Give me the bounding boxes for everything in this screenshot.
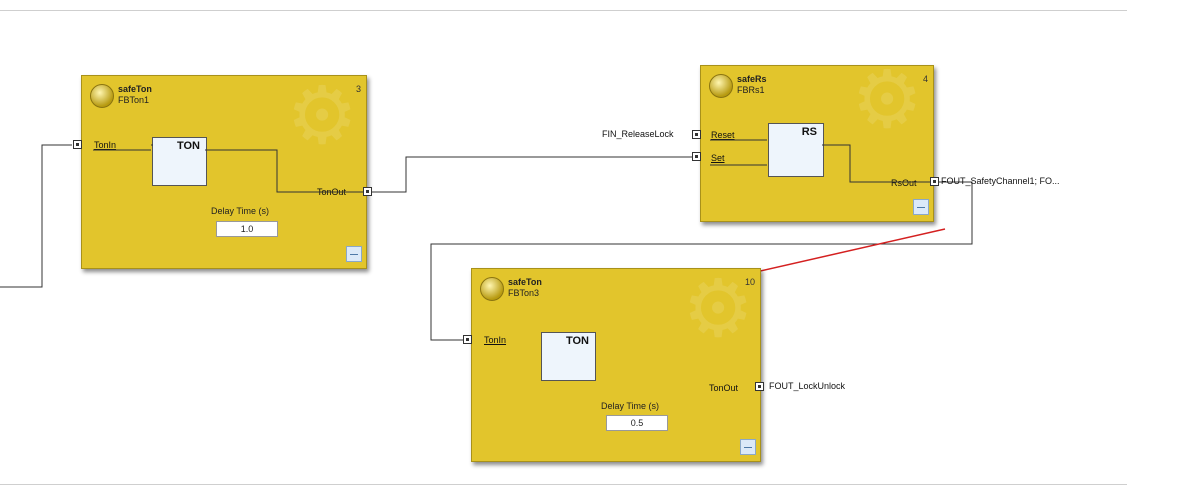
wire-tonin-1 [0, 144, 72, 288]
block-id: 4 [922, 74, 928, 84]
port-tonout-icon[interactable] [363, 187, 372, 196]
bottom-divider [0, 484, 1127, 485]
function-block-fbton1[interactable]: safeTon FBTon1 3 ⚙ TON TonIn TonOut Dela… [81, 75, 367, 269]
expand-icon[interactable] [346, 246, 362, 262]
function-block-fbrs1[interactable]: safeRs FBRs1 4 ⚙ RS Reset Set RsOut [700, 60, 934, 222]
block-name: FBRs1 [737, 85, 765, 95]
port-tonout-icon[interactable] [755, 382, 764, 391]
pin-set-label: Set [711, 153, 725, 163]
inner-label: TON [565, 335, 589, 347]
watermark-gear-icon: ⚙ [286, 71, 358, 160]
delay-time-label: Delay Time (s) [600, 401, 659, 411]
delay-time-field[interactable]: 0.5 [606, 415, 668, 431]
port-reset-icon[interactable] [692, 130, 701, 139]
pin-reset-label: Reset [711, 130, 735, 140]
rs-box: RS [768, 123, 824, 177]
watermark-gear-icon: ⚙ [682, 264, 754, 353]
port-rsout-icon[interactable] [930, 177, 939, 186]
port-tonin-icon[interactable] [73, 140, 82, 149]
block-type: safeTon [508, 277, 542, 287]
input-release-lock[interactable]: FIN_ReleaseLock [602, 129, 674, 139]
safe-block-icon [709, 74, 733, 98]
expand-icon[interactable] [740, 439, 756, 455]
block-type: safeRs [737, 74, 767, 84]
pin-tonin-label: TonIn [94, 140, 117, 150]
inner-label: RS [801, 126, 817, 138]
top-divider [0, 10, 1127, 11]
block-id: 3 [355, 84, 361, 94]
block-type: safeTon [118, 84, 152, 94]
timer-box: TON [541, 332, 596, 381]
pin-rsout-label: RsOut [891, 178, 917, 188]
wire-rsout-tonin3 [430, 181, 973, 341]
function-block-fbton3[interactable]: safeTon FBTon3 10 ⚙ TON TonIn TonOut Del… [471, 268, 761, 462]
output-safety-channel[interactable]: FOUT_SafetyChannel1; FO... [941, 176, 1060, 186]
block-name: FBTon1 [118, 95, 150, 105]
inner-label: TON [176, 140, 200, 152]
pin-tonout-label: TonOut [709, 383, 739, 393]
output-lock-unlock[interactable]: FOUT_LockUnlock [769, 381, 846, 391]
delay-time-label: Delay Time (s) [210, 206, 269, 216]
watermark-gear-icon: ⚙ [851, 55, 923, 144]
block-id: 10 [744, 277, 755, 287]
safe-block-icon [480, 277, 504, 301]
delay-time-field[interactable]: 1.0 [216, 221, 278, 237]
expand-icon[interactable] [913, 199, 929, 215]
timer-box: TON [152, 137, 207, 186]
pin-tonin-label: TonIn [484, 335, 507, 345]
safe-block-icon [90, 84, 114, 108]
port-set-icon[interactable] [692, 152, 701, 161]
block-name: FBTon3 [508, 288, 540, 298]
wire-tonout1-set [372, 156, 692, 193]
port-tonin-icon[interactable] [463, 335, 472, 344]
